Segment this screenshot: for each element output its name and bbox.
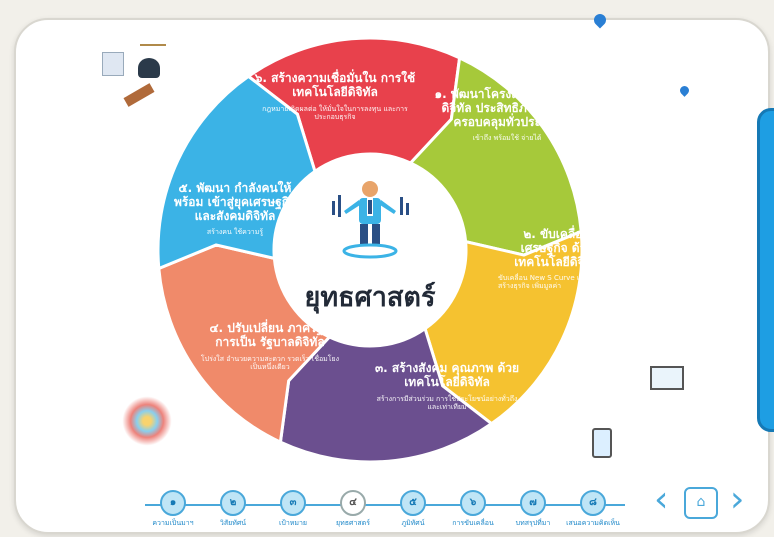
segment-6-trust[interactable]: ๖. สร้างความเชื่อมั่นใน การใช้เทคโนโลยีด… xyxy=(250,71,420,121)
nav-item-history[interactable]: ๑ความเป็นมาฯ xyxy=(145,490,201,529)
nav-item-strategy[interactable]: ๔ยุทธศาสตร์ xyxy=(325,490,381,529)
tablet-icon xyxy=(592,428,612,458)
monitor-icon xyxy=(650,366,684,390)
nav-5-icon: ๕ xyxy=(400,490,426,516)
nav-8-icon: ๘ xyxy=(580,490,606,516)
dots-cluster-icon xyxy=(118,392,176,450)
home-button[interactable]: ⌂ xyxy=(684,487,718,519)
nav-label: การขับเคลื่อน xyxy=(452,519,494,527)
segment-subtitle: โปร่งใส อำนวยความสะดวก รวดเร็ว เชื่อมโยง… xyxy=(200,354,340,371)
segment-title: ๓. สร้างสังคม คุณภาพ ด้วยเทคโนโลยีดิจิทั… xyxy=(374,361,520,389)
segment-subtitle: เข้าถึง พร้อมใช้ จ่ายได้ xyxy=(472,134,542,143)
prev-arrow-icon[interactable]: ‹ xyxy=(654,479,669,520)
nav-1-icon: ๑ xyxy=(160,490,186,516)
nav-item-drive[interactable]: ๖การขับเคลื่อน xyxy=(445,490,501,529)
segment-title: ๖. สร้างความเชื่อมั่นใน การใช้เทคโนโลยีด… xyxy=(254,71,416,99)
nav-label: บทสรุปที่มา xyxy=(515,519,551,527)
nav-7-icon: ๗ xyxy=(520,490,546,516)
nav-label: เป้าหมาย xyxy=(278,519,308,527)
segment-title: ๕. พัฒนา กำลังคนให้พร้อม เข้าสู่ยุคเศรษฐ… xyxy=(173,181,297,223)
nav-2-icon: ๒ xyxy=(220,490,246,516)
law-book-icon xyxy=(102,52,124,76)
segment-subtitle: สร้างการมีส่วนร่วม การใช้ประโยชน์อย่างทั… xyxy=(376,394,518,411)
scales-icon xyxy=(140,22,166,46)
center-circle xyxy=(274,154,466,346)
person-icon xyxy=(332,181,409,259)
segment-4-government[interactable]: ๔. ปรับเปลี่ยน ภาครัฐสู่การเป็น รัฐบาลดิ… xyxy=(200,321,340,371)
nav-label: ยุทธศาสตร์ xyxy=(336,519,370,527)
nav-item-goals[interactable]: ๓เป้าหมาย xyxy=(265,490,321,529)
segment-title: ๑. พัฒนาโครงสร้าง พื้นฐานดิจิทัล ประสิทธ… xyxy=(434,87,580,129)
nav-4-icon: ๔ xyxy=(340,490,366,516)
nav-item-landscape[interactable]: ๕ภูมิทัศน์ xyxy=(385,490,441,529)
bottom-nav: ๑ความเป็นมาฯ ๒วิสัยทัศน์ ๓เป้าหมาย ๔ยุทธ… xyxy=(145,490,625,534)
next-arrow-icon[interactable]: › xyxy=(730,479,745,520)
segment-2-economy[interactable]: ๒. ขับเคลื่อน เศรษฐกิจ ด้วยเทคโนโลยีดิจิ… xyxy=(498,227,616,291)
segment-title: ๔. ปรับเปลี่ยน ภาครัฐสู่การเป็น รัฐบาลดิ… xyxy=(209,321,331,349)
people-icon xyxy=(138,58,160,78)
segment-subtitle: กฎหมายเกิดผลต่อ ให้มั่นใจในการลงทุน และก… xyxy=(262,104,408,121)
center-title: ยุทธศาสตร์ xyxy=(304,282,436,313)
nav-label: ความเป็นมาฯ xyxy=(152,519,194,527)
segment-3-society[interactable]: ๓. สร้างสังคม คุณภาพ ด้วยเทคโนโลยีดิจิทั… xyxy=(372,361,522,411)
segment-1-infrastructure[interactable]: ๑. พัฒนาโครงสร้าง พื้นฐานดิจิทัล ประสิทธ… xyxy=(432,87,582,143)
segment-5-workforce[interactable]: ๕. พัฒนา กำลังคนให้พร้อม เข้าสู่ยุคเศรษฐ… xyxy=(170,181,300,237)
nav-label: วิสัยทัศน์ xyxy=(219,519,247,527)
side-panel xyxy=(757,108,774,432)
nav-line xyxy=(145,504,625,506)
nav-item-summary[interactable]: ๗บทสรุปที่มา xyxy=(505,490,561,529)
nav-item-feedback[interactable]: ๘เสนอความคิดเห็น xyxy=(565,490,621,529)
nav-label: เสนอความคิดเห็น xyxy=(566,519,620,527)
segment-subtitle: สร้างคน ใช้ความรู้ xyxy=(206,228,264,237)
nav-6-icon: ๖ xyxy=(460,490,486,516)
segment-subtitle: ขับเคลื่อน New S Curve เพิ่มศักยภาพ สร้า… xyxy=(498,274,615,291)
nav-label: ภูมิทัศน์ xyxy=(401,519,425,527)
segment-title: ๒. ขับเคลื่อน เศรษฐกิจ ด้วยเทคโนโลยีดิจิ… xyxy=(514,227,600,269)
nav-3-icon: ๓ xyxy=(280,490,306,516)
nav-item-vision[interactable]: ๒วิสัยทัศน์ xyxy=(205,490,261,529)
